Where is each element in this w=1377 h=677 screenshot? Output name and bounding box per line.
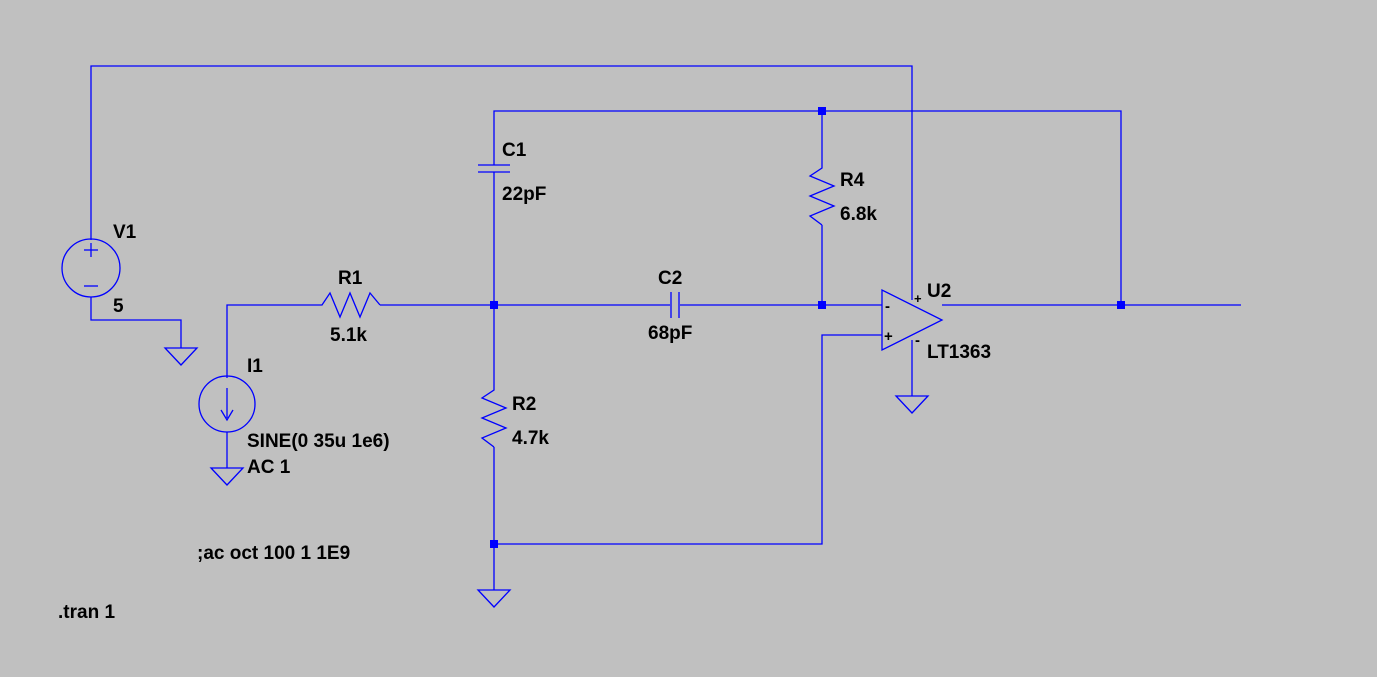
u2-ref-label: U2 bbox=[927, 281, 951, 302]
junction-inverting-input bbox=[818, 301, 826, 309]
c1-ref-label: C1 bbox=[502, 140, 527, 161]
wires bbox=[90, 65, 1241, 590]
v1-value-label: 5 bbox=[113, 296, 124, 317]
capacitor-c2[interactable] bbox=[670, 292, 680, 318]
i1-value-line2: AC 1 bbox=[247, 457, 291, 478]
voltage-source-v1[interactable] bbox=[61, 238, 121, 298]
c2-value-label: 68pF bbox=[648, 323, 692, 344]
r2-value-label: 4.7k bbox=[512, 428, 549, 449]
wire-v1-bottom-to-ground[interactable] bbox=[90, 297, 182, 348]
ground-icon-i1[interactable] bbox=[209, 467, 245, 486]
wire-feedback-top[interactable] bbox=[493, 110, 1122, 305]
ac-directive-text[interactable]: ;ac oct 100 1 1E9 bbox=[197, 543, 350, 564]
u2-value-label: LT1363 bbox=[927, 342, 991, 363]
wire-noninverting-loop[interactable] bbox=[494, 334, 882, 545]
v1-ref-label: V1 bbox=[113, 222, 137, 243]
opamp-inverting-symbol: - bbox=[885, 298, 890, 315]
wire-v1-top-to-opamp-supply[interactable] bbox=[90, 65, 913, 300]
r4-ref-label: R4 bbox=[840, 170, 865, 191]
resistor-r4[interactable] bbox=[808, 160, 836, 226]
ground-icon-r2[interactable] bbox=[476, 589, 512, 608]
i1-value-line1: SINE(0 35u 1e6) bbox=[247, 431, 390, 452]
opamp-noninverting-symbol: + bbox=[884, 328, 893, 345]
opamp-vneg-symbol: - bbox=[915, 332, 920, 349]
junction-feedback-top bbox=[818, 107, 826, 115]
r1-ref-label: R1 bbox=[338, 268, 363, 289]
ground-icon-opamp[interactable] bbox=[894, 395, 930, 414]
capacitor-c1[interactable] bbox=[478, 160, 510, 177]
r1-value-label: 5.1k bbox=[330, 325, 367, 346]
c1-value-label: 22pF bbox=[502, 184, 546, 205]
opamp-u2[interactable] bbox=[881, 288, 944, 352]
junction-r2-ground bbox=[490, 540, 498, 548]
r2-ref-label: R2 bbox=[512, 394, 536, 415]
i1-ref-label: I1 bbox=[247, 356, 263, 377]
junction-output bbox=[1117, 301, 1125, 309]
current-source-i1[interactable] bbox=[198, 375, 256, 433]
tran-directive-text[interactable]: .tran 1 bbox=[58, 602, 115, 623]
junctions bbox=[490, 107, 1125, 548]
opamp-vpos-symbol: + bbox=[914, 291, 922, 306]
r4-value-label: 6.8k bbox=[840, 204, 877, 225]
wire-i1-top-to-r1[interactable] bbox=[226, 304, 316, 378]
c2-ref-label: C2 bbox=[658, 268, 682, 289]
resistor-r1[interactable] bbox=[316, 291, 381, 319]
junction-r1-c1-r2 bbox=[490, 301, 498, 309]
ground-icon-v1[interactable] bbox=[163, 347, 199, 366]
resistor-r2[interactable] bbox=[480, 382, 508, 448]
